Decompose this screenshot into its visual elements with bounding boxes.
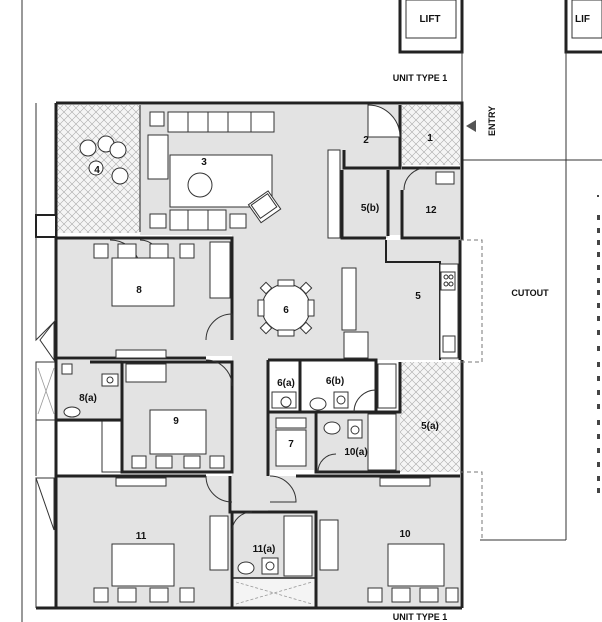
- interior-walls: [54, 105, 460, 608]
- room-label-6b: 6(b): [326, 376, 344, 387]
- room-label-10a: 10(a): [344, 447, 367, 458]
- shower-cross: [235, 581, 313, 605]
- entry-label: ENTRY: [487, 106, 497, 136]
- sofa-top: [149, 111, 275, 133]
- entry-arrow-icon: [466, 120, 476, 132]
- room-label-8: 8: [136, 285, 142, 296]
- bath-10a-fixtures: [323, 413, 397, 471]
- outer-walls: [35, 101, 483, 610]
- wardrobe-9: [125, 363, 167, 383]
- room-label-6a: 6(a): [277, 378, 295, 389]
- bath-6b-fixtures: [309, 363, 397, 411]
- sofa-left: [147, 134, 169, 180]
- balcony-5a: [400, 362, 460, 472]
- bath-8a-fixtures: [61, 363, 119, 418]
- counter-12: [435, 171, 455, 185]
- dining-table: [257, 279, 315, 337]
- unit-type-label-bottom: UNIT TYPE 1: [393, 612, 448, 622]
- room-label-5b: 5(b): [361, 203, 379, 214]
- wardrobe-10: [319, 519, 339, 571]
- bed-8: [93, 243, 195, 307]
- entry-foyer-1: [402, 105, 460, 165]
- desk-8: [115, 349, 167, 359]
- room-label-5: 5: [415, 291, 421, 302]
- armchair: [247, 190, 282, 224]
- desk-10: [379, 477, 431, 487]
- room-label-11: 11: [136, 531, 147, 542]
- room-label-5a: 5(a): [421, 421, 439, 432]
- room-label-3: 3: [201, 157, 207, 168]
- legend-fragment: [597, 195, 600, 493]
- room-label-2: 2: [363, 135, 369, 146]
- dining-console: [341, 267, 357, 331]
- shower-11a: [232, 578, 316, 608]
- room-label-4: 4: [94, 165, 100, 176]
- bath-11a-fixtures: [237, 515, 313, 577]
- room-label-1: 1: [427, 133, 433, 144]
- room-label-9: 9: [173, 416, 179, 427]
- room-label-8a: 8(a): [79, 393, 97, 404]
- balcony-table: [79, 135, 129, 185]
- cutout-label: CUTOUT: [511, 288, 549, 298]
- desk-11: [115, 477, 167, 487]
- fridge: [343, 331, 369, 359]
- lift-right: [564, 0, 602, 54]
- room-label-10: 10: [399, 529, 411, 540]
- bath-6a-fixtures: [271, 391, 297, 409]
- bed-10: [367, 543, 459, 603]
- bed-9: [131, 409, 225, 469]
- sofa-bottom: [149, 209, 247, 231]
- unit-type-label-top: UNIT TYPE 1: [393, 73, 448, 83]
- bed-11: [93, 543, 195, 603]
- lift-label-left: LIFT: [419, 14, 440, 25]
- sink-icon: [442, 335, 456, 353]
- room-label-7: 7: [288, 439, 294, 450]
- coffee-table: [187, 172, 213, 198]
- wardrobe-11: [209, 515, 229, 571]
- bed-7: [275, 417, 307, 467]
- stove-icon: [440, 271, 456, 291]
- lift-label-right: LIF: [575, 14, 590, 25]
- partition-screen: [327, 149, 341, 239]
- room-label-6: 6: [283, 305, 289, 316]
- rug: [169, 154, 273, 208]
- room-label-12: 12: [425, 205, 437, 216]
- lift-left: [398, 0, 464, 54]
- room-label-11a: 11(a): [253, 544, 276, 555]
- wardrobe-8: [209, 241, 231, 299]
